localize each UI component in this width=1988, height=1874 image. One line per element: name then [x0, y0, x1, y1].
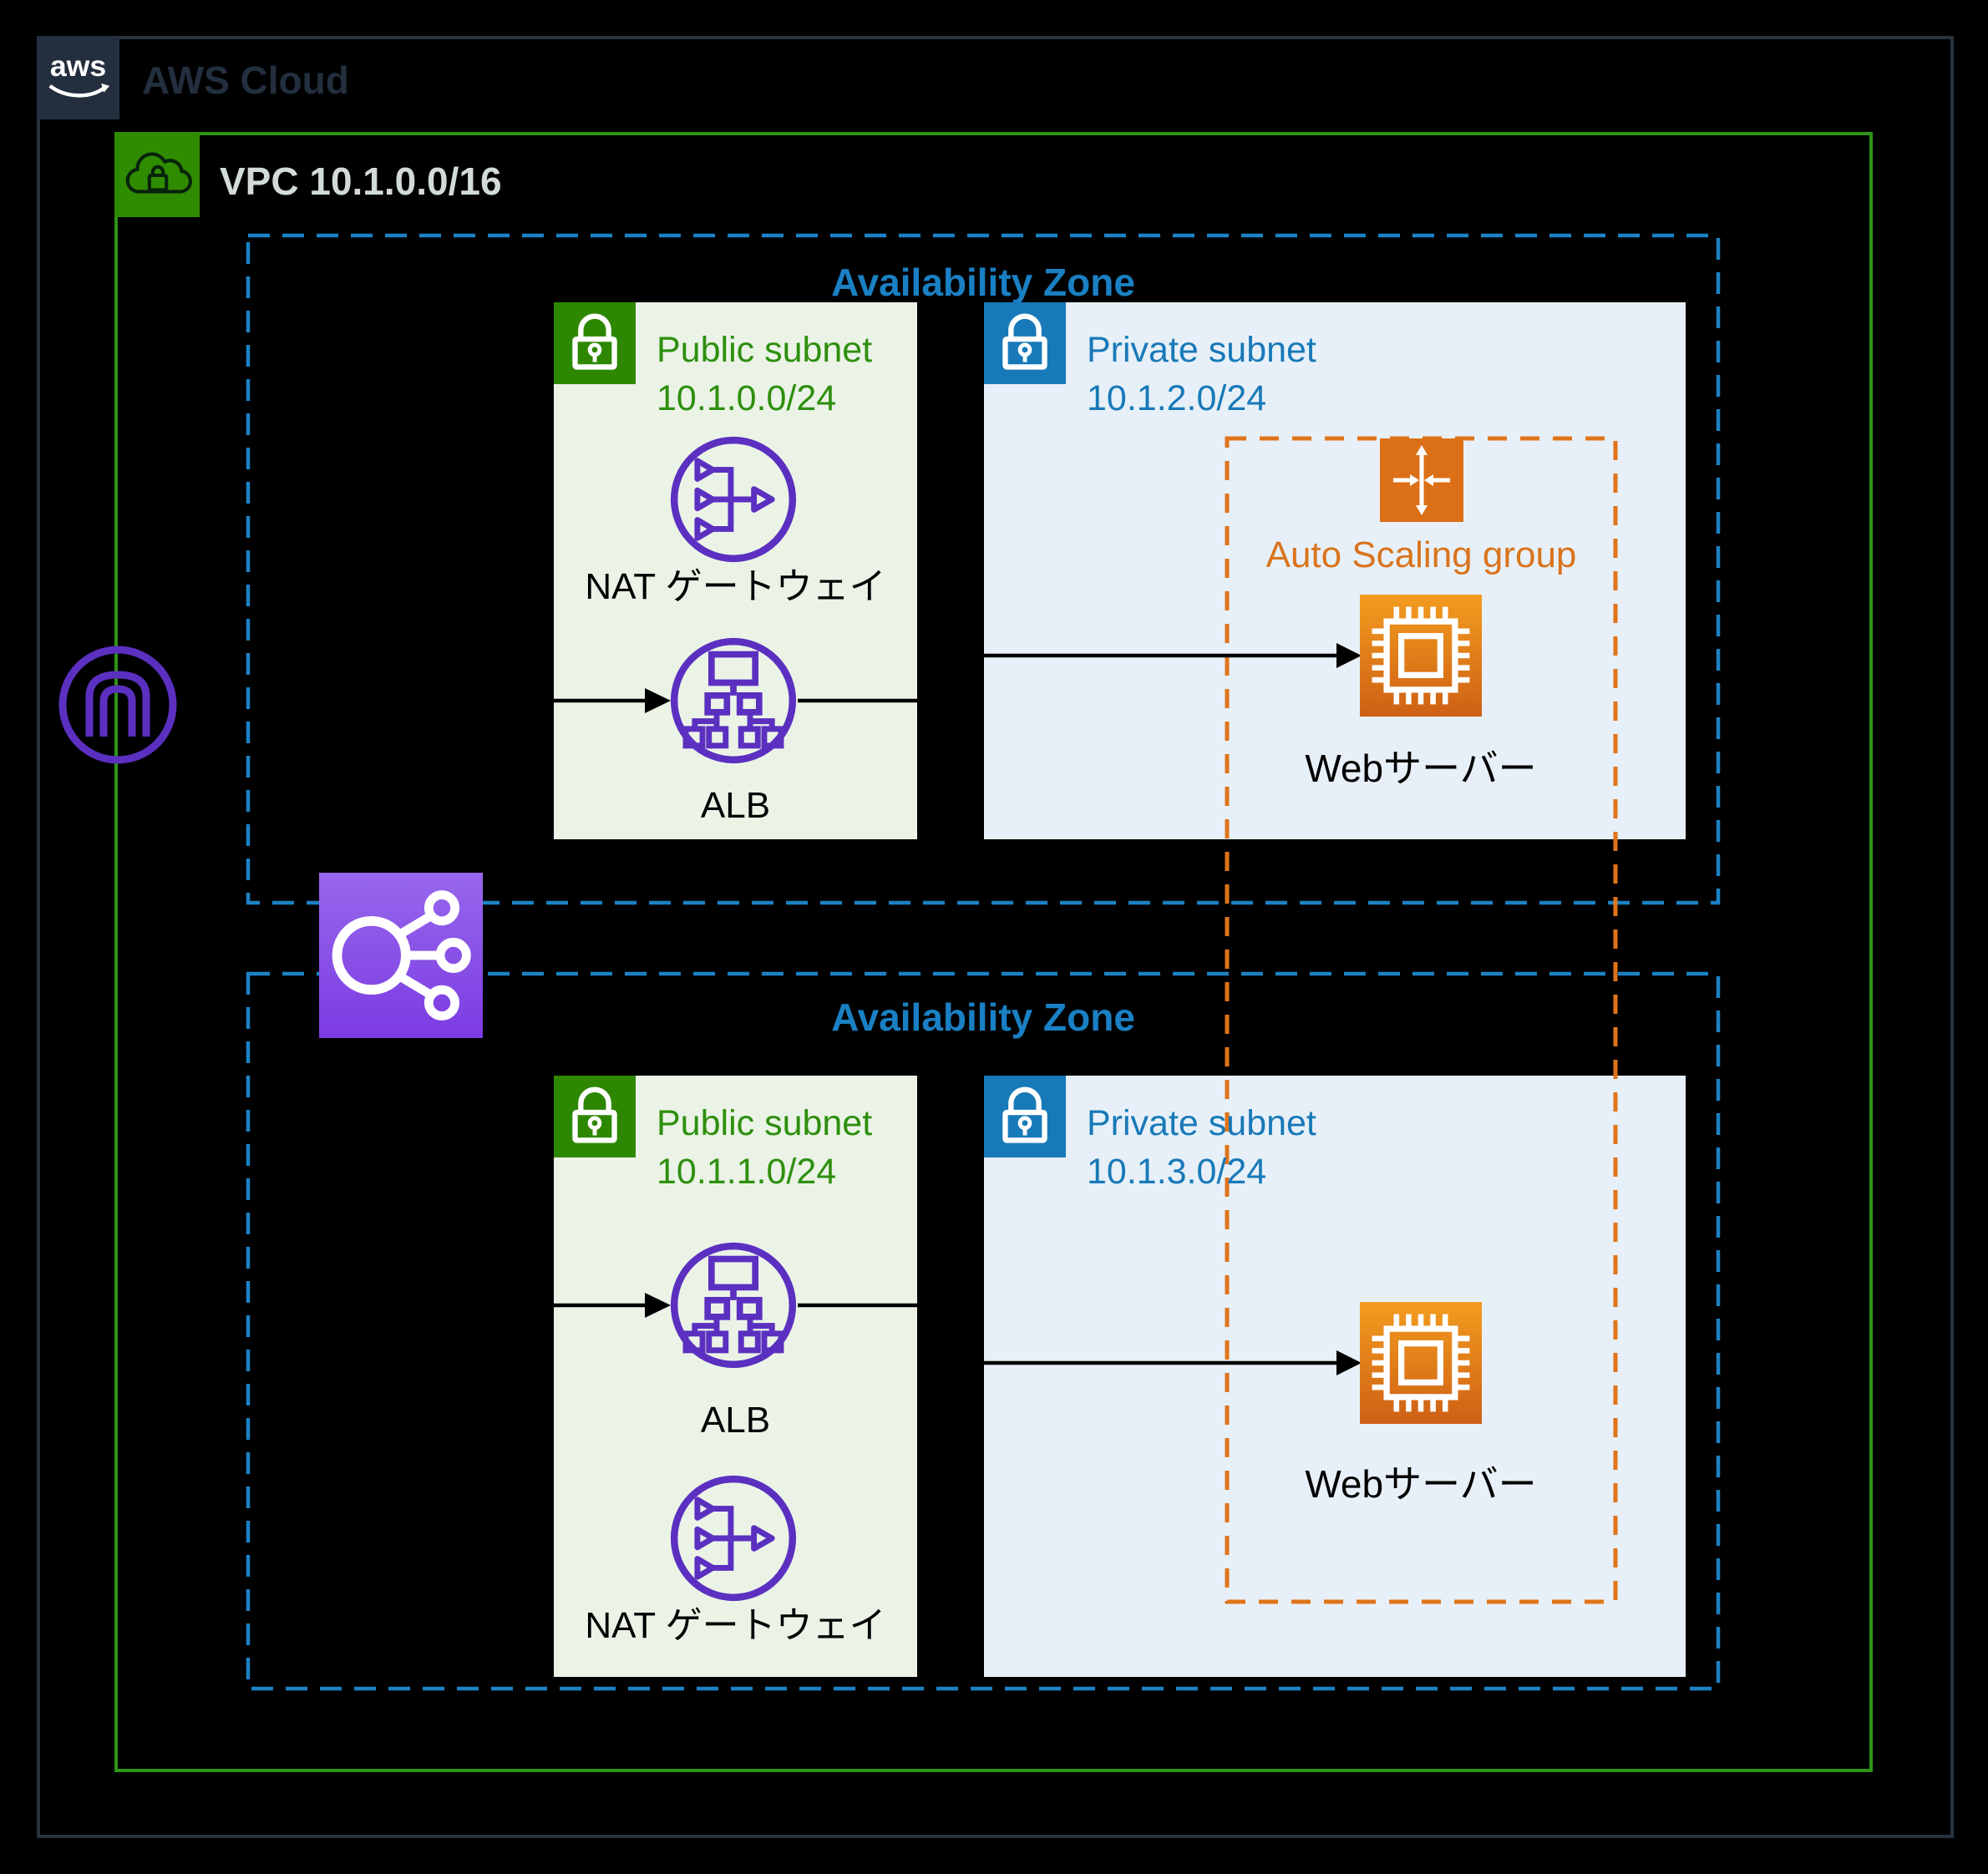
- az1-private-subnet-lock-icon: [984, 302, 1066, 384]
- az1-public-subnet-lock-icon: [554, 302, 636, 384]
- nat-gateway-label: NAT ゲートウェイ: [585, 566, 886, 607]
- az2-private-subnet-title: Private subnet: [1087, 1103, 1316, 1143]
- az1-private-subnet-title: Private subnet: [1087, 330, 1316, 370]
- alb-icon: [669, 1241, 798, 1370]
- web-server-label: Webサーバー: [1305, 1462, 1537, 1506]
- az1-label: Availability Zone: [831, 261, 1135, 304]
- alb-icon: [669, 636, 798, 765]
- nat-gateway-icon: [669, 435, 798, 564]
- aws-cloud-frame: [37, 36, 1954, 1838]
- web-server-label: Webサーバー: [1305, 747, 1537, 790]
- vpc-frame: [114, 132, 1873, 1772]
- az1-public-subnet-title: Public subnet: [657, 330, 873, 370]
- ec2-web-server-icon: [1360, 595, 1482, 717]
- aws-logo-text: aws: [50, 49, 106, 83]
- alb-label: ALB: [700, 1400, 771, 1441]
- nat-gateway-icon: [669, 1474, 798, 1603]
- nat-gateway-label: NAT ゲートウェイ: [585, 1605, 886, 1646]
- aws-logo-icon: aws: [48, 49, 110, 98]
- vpc-icon: [114, 132, 200, 217]
- auto-scaling-group-label: Auto Scaling group: [1265, 534, 1577, 575]
- az2-public-subnet-cidr: 10.1.1.0/24: [657, 1152, 837, 1192]
- az2-public-subnet-title: Public subnet: [657, 1103, 873, 1143]
- vpc-title: VPC 10.1.0.0/16: [220, 160, 502, 203]
- vpc-cloud-lock-icon: [125, 152, 192, 194]
- az1-public-subnet-cidr: 10.1.0.0/24: [657, 378, 837, 418]
- auto-scaling-group-icon: [1380, 438, 1463, 522]
- elastic-load-balancer-icon: [319, 873, 483, 1038]
- az2-public-subnet-lock-icon: [554, 1076, 636, 1157]
- az1-private-subnet-cidr: 10.1.2.0/24: [1087, 378, 1267, 418]
- internet-gateway-icon: [51, 638, 185, 772]
- aws-logo: aws: [37, 36, 119, 119]
- az2-private-subnet-cidr: 10.1.3.0/24: [1087, 1152, 1267, 1192]
- aws-cloud-title: AWS Cloud: [142, 58, 349, 102]
- ec2-web-server-icon: [1360, 1302, 1482, 1424]
- alb-label: ALB: [700, 785, 771, 826]
- az2-private-subnet-lock-icon: [984, 1076, 1066, 1157]
